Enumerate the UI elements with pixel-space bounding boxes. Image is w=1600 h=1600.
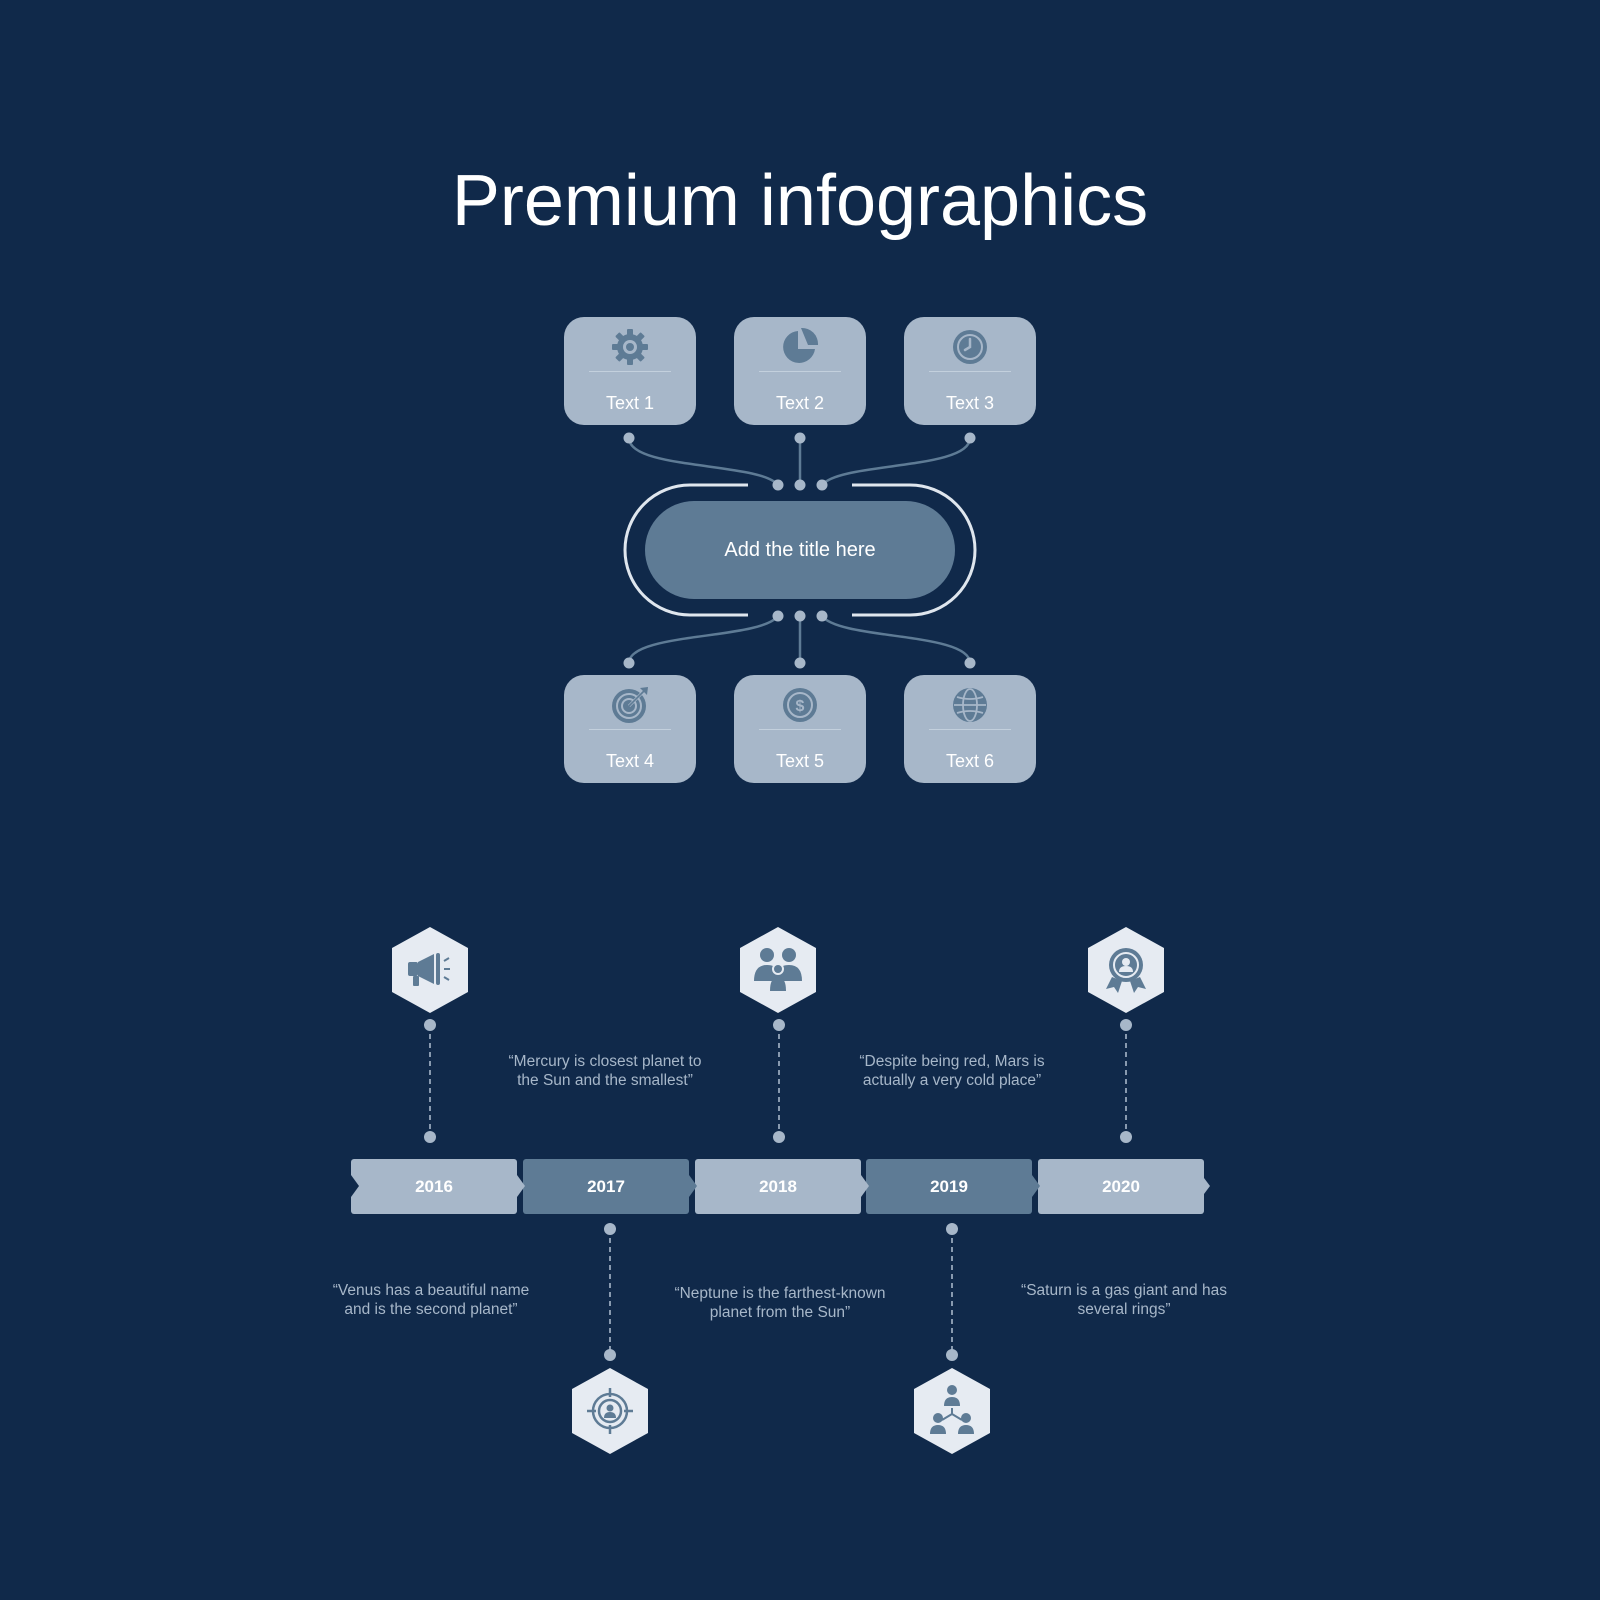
card-text-2: Text 2 <box>734 317 866 425</box>
card-label: Text 6 <box>945 751 995 771</box>
card-divider <box>759 371 841 372</box>
card-label: Text 1 <box>605 393 655 413</box>
card-text-5: $ Text 5 <box>734 675 866 783</box>
gear-icon <box>612 329 648 365</box>
card-label: Text 4 <box>605 751 655 771</box>
card-label: Text 5 <box>775 751 825 771</box>
quote-2018: “Neptune is the farthest-known planet fr… <box>674 1285 886 1321</box>
hub-title-pill: Add the title here <box>645 501 955 599</box>
svg-text:$: $ <box>796 698 805 715</box>
user-target-icon <box>587 1388 633 1434</box>
clock-icon <box>953 330 987 364</box>
card-divider <box>929 729 1011 730</box>
card-divider <box>929 371 1011 372</box>
quote-2017: “Mercury is closest planet to the Sun an… <box>508 1053 702 1089</box>
team-hexagon <box>740 927 816 1013</box>
card-text-6: Text 6 <box>904 675 1036 783</box>
year-2016: 2016 <box>351 1159 517 1214</box>
org-chart-hexagon <box>914 1368 990 1454</box>
card-label: Text 2 <box>775 393 825 413</box>
dollar-icon: $ <box>783 688 817 722</box>
user-target-hexagon <box>572 1368 648 1454</box>
card-text-4: Text 4 <box>564 675 696 783</box>
hub-title: Add the title here <box>724 539 876 561</box>
megaphone-hexagon <box>392 927 468 1013</box>
year-2018: 2018 <box>695 1159 861 1214</box>
target-icon <box>612 687 648 723</box>
page-title: Premium infographics <box>451 161 1149 241</box>
card-label: Text 3 <box>945 393 995 413</box>
quote-2020: “Saturn is a gas giant and has several r… <box>1021 1282 1227 1318</box>
award-hexagon <box>1088 927 1164 1013</box>
card-text-3: Text 3 <box>904 317 1036 425</box>
team-icon <box>754 948 802 991</box>
quote-2016: “Venus has a beautiful name and is the s… <box>332 1282 530 1318</box>
megaphone-icon <box>408 953 450 986</box>
card-divider <box>589 729 671 730</box>
card-divider <box>589 371 671 372</box>
award-badge-icon <box>1106 948 1146 993</box>
pie-chart-icon <box>783 327 819 363</box>
card-text-1: Text 1 <box>564 317 696 425</box>
year-2020: 2020 <box>1038 1159 1204 1214</box>
card-divider <box>759 729 841 730</box>
globe-icon <box>953 688 987 722</box>
year-2017: 2017 <box>523 1159 689 1214</box>
quote-2019: “Despite being red, Mars is actually a v… <box>859 1053 1045 1089</box>
year-2019: 2019 <box>866 1159 1032 1214</box>
org-chart-icon <box>930 1385 974 1434</box>
